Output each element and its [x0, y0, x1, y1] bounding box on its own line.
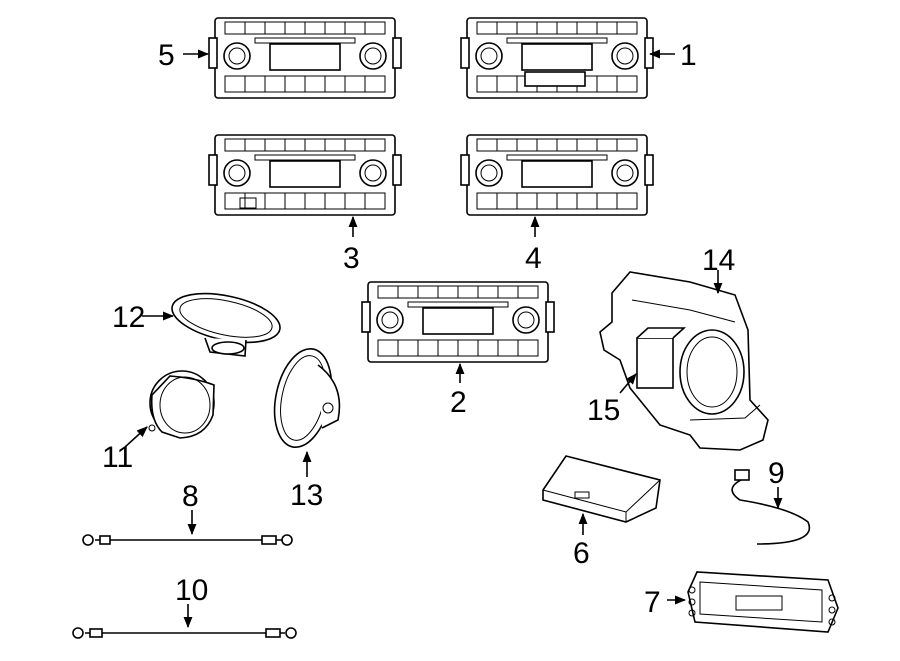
speaker-11: 11	[102, 370, 215, 474]
module-6: 6	[542, 455, 661, 570]
callout-12: 12	[112, 301, 145, 334]
radio-unit-3: 3	[208, 134, 402, 275]
radio-unit-1: 1	[460, 17, 697, 99]
callout-10: 10	[175, 574, 208, 607]
callout-3: 3	[343, 242, 360, 275]
callout-13: 13	[290, 479, 323, 512]
callout-11: 11	[102, 441, 133, 474]
subwoofer-enclosure-14: 14	[599, 244, 769, 451]
callout-9: 9	[768, 457, 785, 490]
amplifier-15: 15	[587, 327, 687, 427]
callout-7: 7	[644, 586, 661, 619]
bracket-7: 7	[644, 571, 839, 633]
callout-2: 2	[450, 386, 467, 419]
callout-1: 1	[680, 39, 697, 72]
callout-8: 8	[182, 480, 199, 513]
callout-4: 4	[525, 242, 542, 275]
callout-6: 6	[573, 537, 590, 570]
cable-9: 9	[731, 457, 811, 545]
speaker-13: 13	[273, 347, 341, 512]
antenna-cable-8: 8	[82, 480, 293, 546]
speaker-12: 12	[112, 292, 281, 357]
radio-unit-2: 2	[361, 281, 555, 419]
callout-5: 5	[158, 39, 175, 72]
radio-unit-4: 4	[460, 134, 654, 275]
callout-14: 14	[702, 244, 735, 277]
radio-unit-5: 5	[158, 17, 402, 99]
callout-15: 15	[587, 394, 620, 427]
antenna-cable-10: 10	[72, 574, 297, 639]
